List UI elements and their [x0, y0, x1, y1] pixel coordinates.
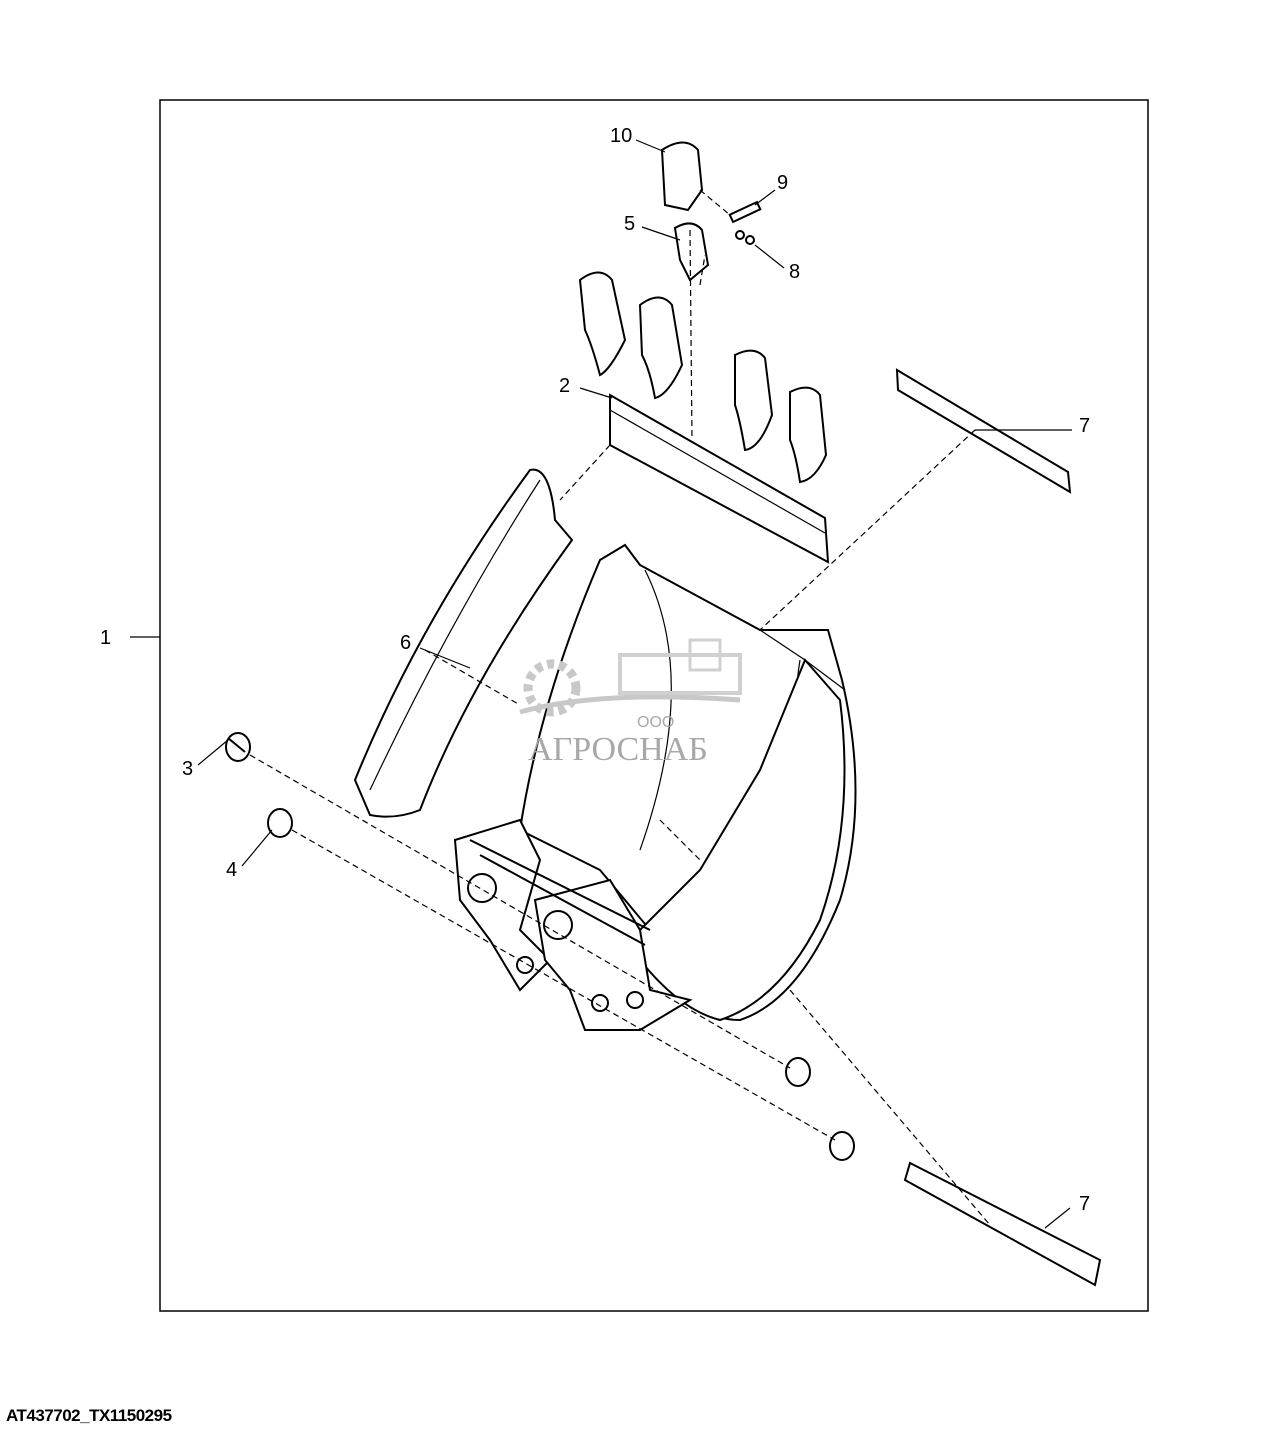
watermark-prefix: ООО: [637, 714, 674, 731]
callout-9: 9: [777, 172, 788, 194]
callout-1: 1: [100, 627, 111, 649]
callout-3: 3: [182, 758, 193, 780]
callout-8: 8: [789, 261, 800, 283]
tooth-tip: [660, 141, 704, 212]
wear-strip-top: [895, 368, 1072, 494]
bucket-teeth: [578, 141, 828, 484]
callout-6: 6: [400, 632, 411, 654]
tooth-adapter: [673, 222, 710, 282]
callout-4: 4: [226, 859, 237, 881]
callout-5: 5: [624, 213, 635, 235]
cutting-edge: [609, 393, 830, 564]
callout-2: 2: [559, 375, 570, 397]
pivot-bracket-right: [533, 878, 693, 1031]
diagram-frame: [159, 99, 1149, 1312]
watermark-logo: ООО АГРОСНАБ: [519, 638, 742, 768]
callout-10: 10: [610, 125, 632, 147]
bushings: [225, 732, 855, 1161]
callout-7-bottom: 7: [1079, 1193, 1090, 1215]
wear-strip-bottom: [903, 1161, 1102, 1287]
callout-7-top: 7: [1079, 415, 1090, 437]
bucket-rear-plate: [639, 658, 846, 1022]
figure-id: AT437702_TX1150295: [6, 1406, 172, 1425]
watermark-name: АГРОСНАБ: [528, 731, 708, 768]
side-plate-left: [353, 468, 574, 818]
